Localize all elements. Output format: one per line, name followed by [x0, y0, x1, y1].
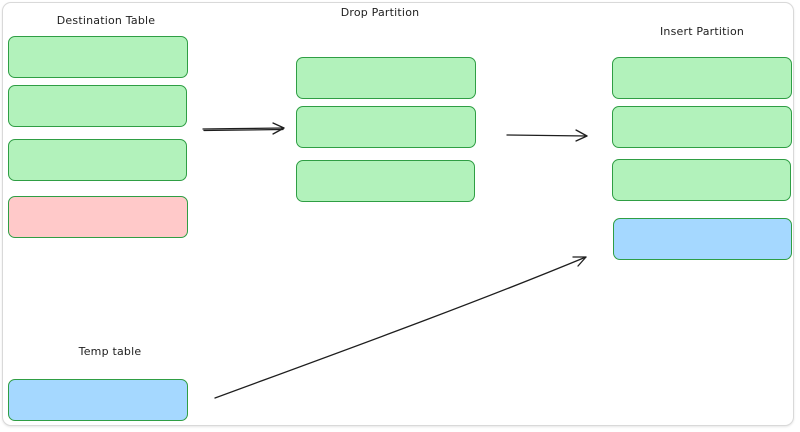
arrow-drop-to-insert [506, 129, 588, 142]
drop-partition-label: Drop Partition [340, 6, 420, 19]
drop-partition-2 [296, 106, 476, 148]
insert-partition-2 [612, 106, 792, 148]
temp-table-label: Temp table [78, 345, 142, 358]
destination-partition-3 [8, 139, 187, 181]
destination-table-label: Destination Table [56, 14, 156, 27]
destination-partition-2 [8, 85, 187, 127]
destination-partition-dropped [8, 196, 188, 238]
arrow-temp-to-insert [214, 256, 587, 399]
insert-partition-new [613, 218, 792, 260]
arrow-destination-to-drop [202, 122, 285, 135]
insert-partition-3 [612, 159, 791, 201]
drop-partition-1 [296, 57, 476, 99]
destination-partition-1 [8, 36, 188, 78]
insert-partition-label: Insert Partition [659, 25, 745, 38]
insert-partition-1 [612, 57, 792, 99]
temp-table-partition [8, 379, 188, 421]
drop-partition-3 [296, 160, 475, 202]
